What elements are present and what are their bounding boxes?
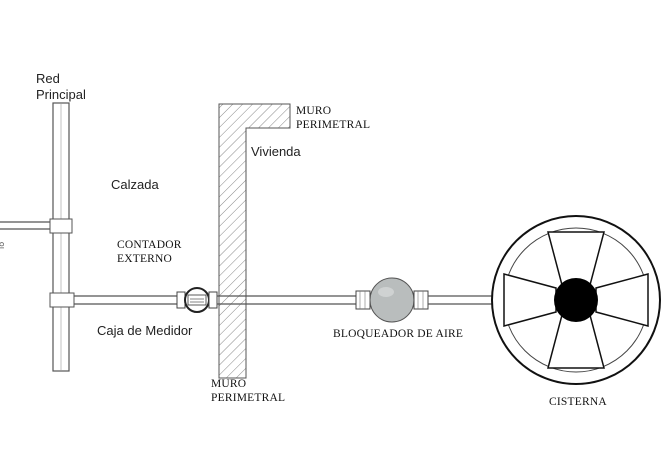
left-branch-pipe: [0, 218, 73, 234]
edge-mark: lo: [0, 242, 6, 249]
muro-perimetral-bottom-label-2: PERIMETRAL: [211, 392, 285, 404]
muro-perimetral-top-label-2: PERIMETRAL: [296, 119, 370, 131]
muro-perimetral-top-label: MURO: [296, 105, 331, 117]
air-blocker-valve-icon: [355, 277, 429, 323]
perimeter-wall: [218, 103, 291, 379]
vivienda-label: Vivienda: [251, 144, 301, 159]
red-principal-label-2: Principal: [36, 87, 86, 102]
house-pipe: [217, 295, 358, 305]
caja-medidor-label: Caja de Medidor: [97, 323, 193, 338]
contador-externo-label: CONTADOR: [117, 239, 182, 251]
muro-perimetral-bottom-label: MURO: [211, 378, 246, 390]
cistern-inlet-pipe: [428, 295, 494, 305]
service-pipe: [74, 295, 180, 305]
cistern-icon: [491, 215, 661, 385]
bloqueador-label: BLOQUEADOR DE AIRE: [333, 328, 463, 340]
cisterna-label: CISTERNA: [549, 396, 607, 408]
contador-externo-label-2: EXTERNO: [117, 253, 172, 265]
calzada-label: Calzada: [111, 177, 159, 192]
water-meter-icon: [176, 287, 218, 313]
red-principal-label: Red: [36, 71, 60, 86]
tee-fitting: [49, 292, 75, 308]
main-supply-pipe: [52, 102, 70, 372]
